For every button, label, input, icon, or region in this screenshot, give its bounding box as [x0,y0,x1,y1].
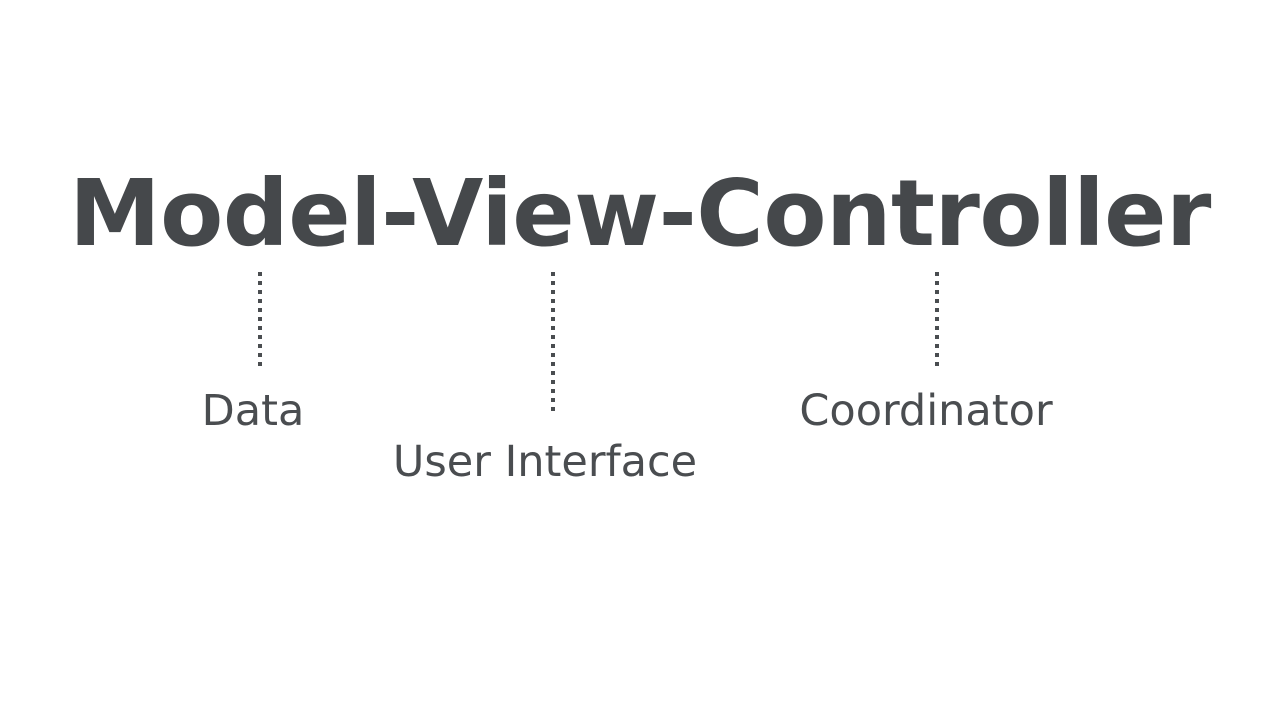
label-model-data: Data [201,386,305,436]
label-view-user-interface: User Interface [392,437,698,487]
label-controller-coordinator: Coordinator [799,386,1053,436]
connector-line-view [551,272,555,416]
connector-line-model [258,272,262,366]
page-title: Model-View-Controller [69,160,1211,267]
connector-line-controller [935,272,939,368]
